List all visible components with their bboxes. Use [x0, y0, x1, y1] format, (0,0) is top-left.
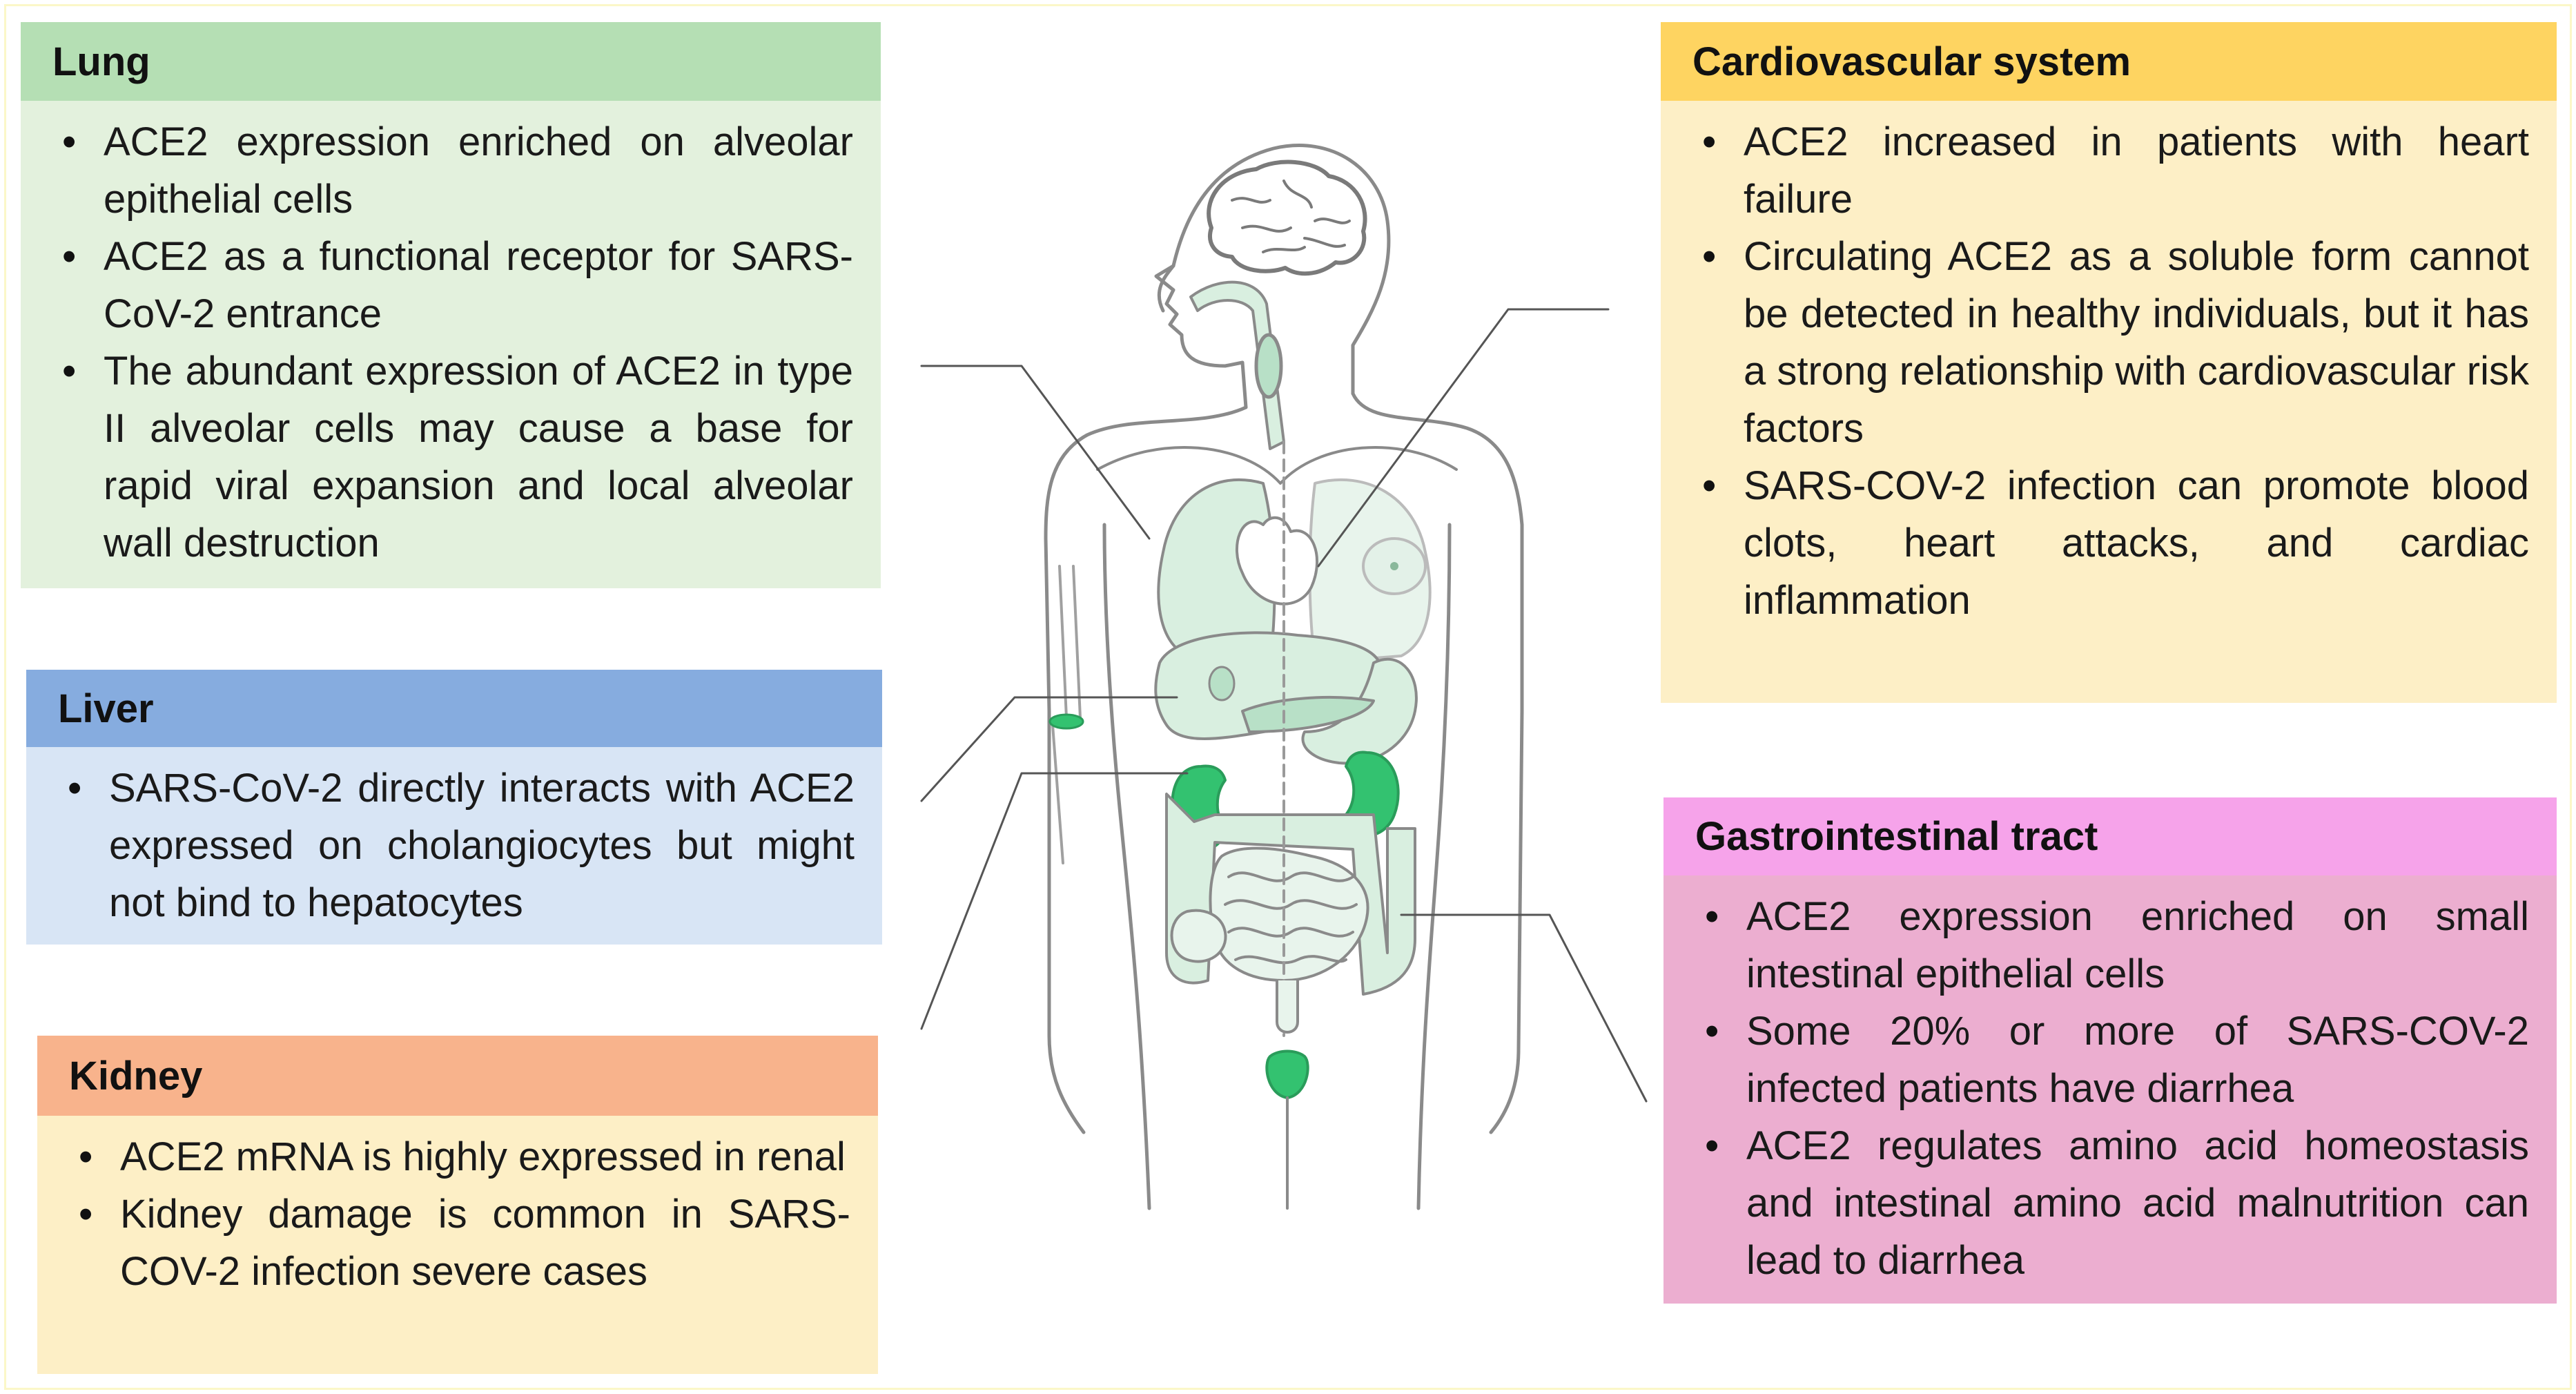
lung-bullet: ACE2 expression enriched on alveolar epi… [44, 113, 853, 228]
lung-leader-line [920, 365, 1151, 540]
body-outline-right [1351, 391, 1524, 1134]
nipple [1390, 562, 1398, 570]
gastrointestinal-leader-line [1400, 913, 1648, 1103]
lung-panel: Lung ACE2 expression enriched on alveola… [21, 22, 881, 588]
lung-panel-title: Lung [21, 22, 881, 101]
kidney-panel: Kidney ACE2 mRNA is highly expressed in … [37, 1036, 878, 1374]
heart [1236, 516, 1318, 606]
thyroid [1254, 333, 1283, 399]
gallbladder [1208, 666, 1236, 701]
gastrointestinal-panel-body: ACE2 expression enriched on small intest… [1663, 875, 2557, 1304]
brain-folds [1231, 180, 1351, 253]
large-intestine [1165, 793, 1416, 996]
cardiovascular-bullet: Circulating ACE2 as a soluble form canno… [1684, 228, 2529, 457]
kidney-panel-title: Kidney [37, 1036, 878, 1116]
inner-arm-left [1102, 523, 1151, 1210]
liver-marker [1048, 713, 1084, 730]
cardiovascular-bullet: SARS-COV-2 infection can promote blood c… [1684, 457, 2529, 629]
face-outline [1154, 264, 1248, 409]
forearm-bones [1051, 565, 1082, 864]
rib-line [1096, 446, 1458, 485]
bladder [1265, 1049, 1309, 1099]
human-anatomy-figure [920, 144, 1648, 1210]
cardiovascular-bullet-list: ACE2 increased in patients with heart fa… [1661, 101, 2557, 637]
liver-bullet: SARS-CoV-2 directly interacts with ACE2 … [50, 759, 855, 931]
liver-panel-body: SARS-CoV-2 directly interacts with ACE2 … [26, 747, 882, 945]
small-intestine-coils [1224, 871, 1358, 965]
body-outline-left [1044, 405, 1248, 1134]
gastrointestinal-bullet: ACE2 expression enriched on small intest… [1687, 888, 2529, 1003]
rectum [1276, 979, 1299, 1034]
gastrointestinal-bullet: Some 20% or more of SARS-COV-2 infected … [1687, 1003, 2529, 1117]
figure-frame [4, 4, 2572, 1390]
lung-panel-body: ACE2 expression enriched on alveolar epi… [21, 101, 881, 588]
kidney-panel-body: ACE2 mRNA is highly expressed in renal K… [37, 1116, 878, 1374]
gastrointestinal-panel: Gastrointestinal tract ACE2 expression e… [1663, 797, 2557, 1304]
lung-bullet-list: ACE2 expression enriched on alveolar epi… [21, 101, 881, 580]
gastrointestinal-panel-title: Gastrointestinal tract [1663, 797, 2557, 875]
liver-panel-title: Liver [26, 670, 882, 747]
lung-bullet: ACE2 as a functional receptor for SARS-C… [44, 228, 853, 342]
kidney-bullet: Kidney damage is common in SARS-COV-2 in… [61, 1185, 850, 1300]
liver-panel: Liver SARS-CoV-2 directly interacts with… [26, 670, 882, 945]
cardiovascular-panel: Cardiovascular system ACE2 increased in … [1661, 22, 2557, 703]
cardiovascular-panel-body: ACE2 increased in patients with heart fa… [1661, 101, 2557, 703]
brain-outline [1207, 159, 1367, 276]
cardiovascular-leader-line [1317, 308, 1610, 568]
kidney-leader-line [920, 772, 1189, 1030]
liver-bullet-list: SARS-CoV-2 directly interacts with ACE2 … [26, 747, 882, 940]
kidney-bullet-list: ACE2 mRNA is highly expressed in renal K… [37, 1116, 878, 1308]
lung-bullet: The abundant expression of ACE2 in type … [44, 342, 853, 572]
cardiovascular-bullet: ACE2 increased in patients with heart fa… [1684, 113, 2529, 228]
gastrointestinal-bullet: ACE2 regulates amino acid homeostasis an… [1687, 1117, 2529, 1289]
kidney-bullet: ACE2 mRNA is highly expressed in renal [61, 1128, 850, 1185]
inner-arm-right [1416, 523, 1452, 1210]
cardiovascular-panel-title: Cardiovascular system [1661, 22, 2557, 101]
liver-leader-line [920, 696, 1178, 802]
colon-loop [1170, 909, 1227, 963]
gastrointestinal-bullet-list: ACE2 expression enriched on small intest… [1663, 875, 2557, 1297]
